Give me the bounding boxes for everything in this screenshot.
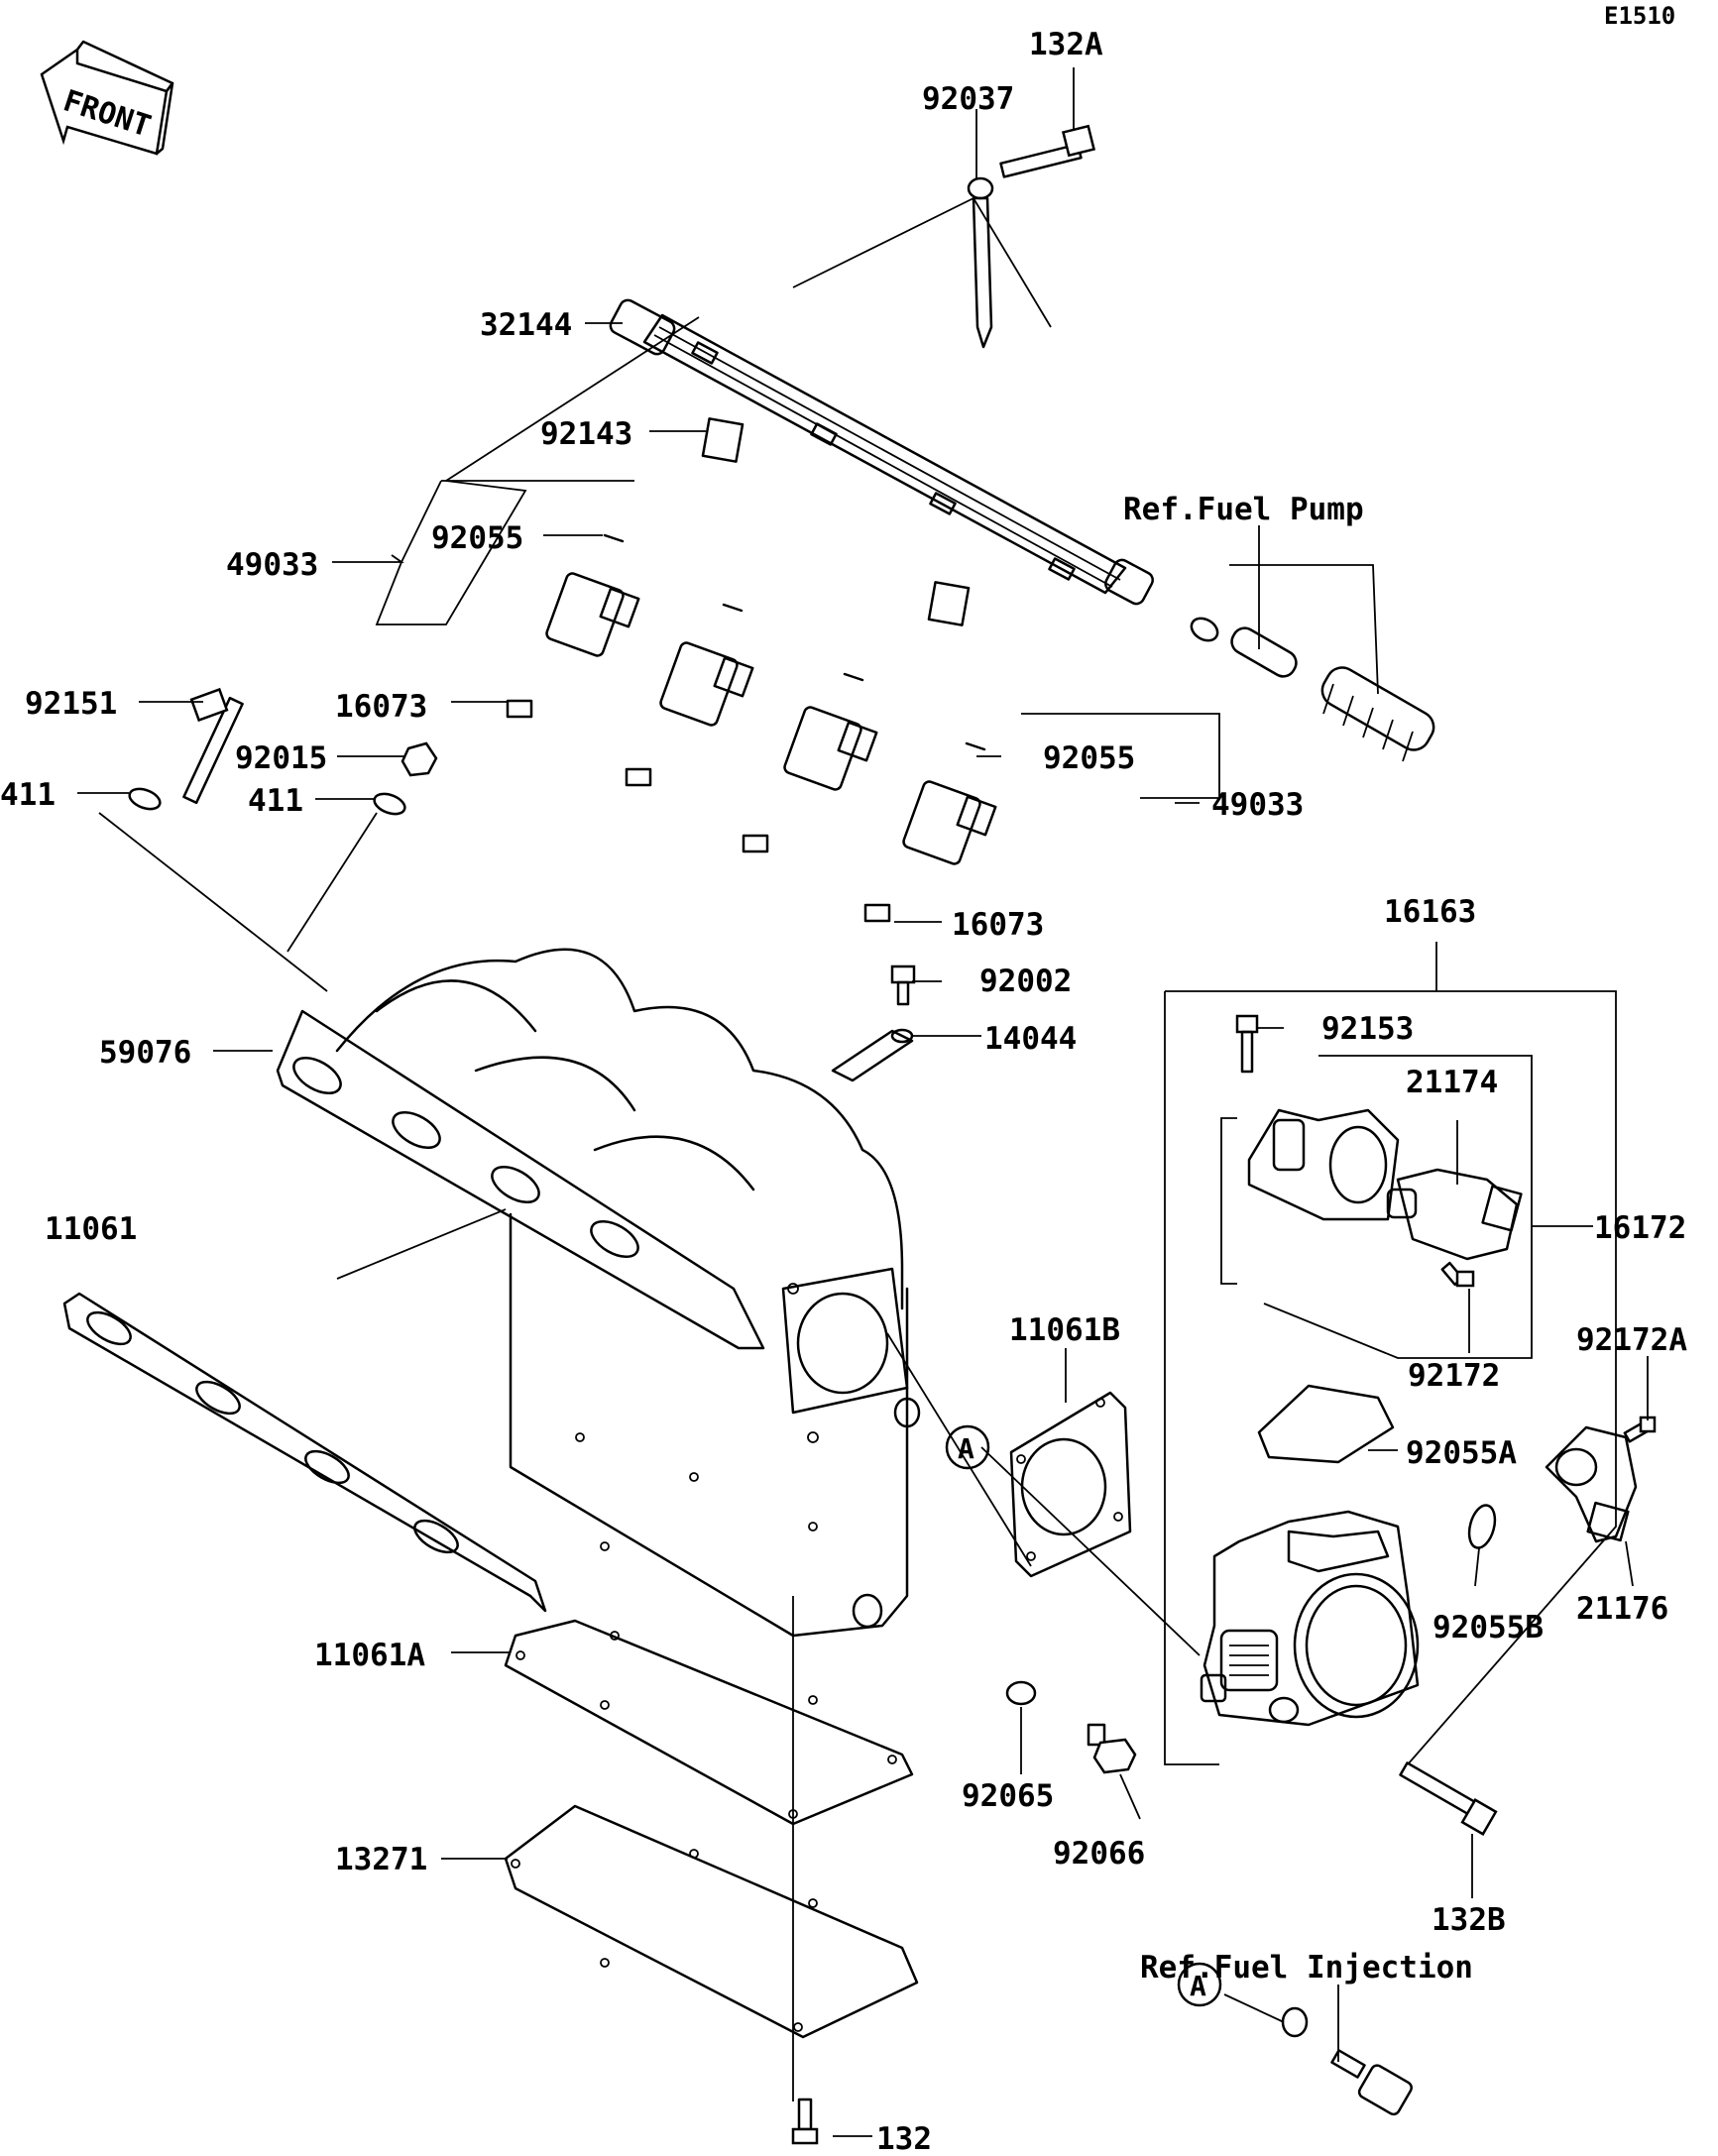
label-92015: 92015 xyxy=(235,740,327,776)
label-11061: 11061 xyxy=(45,1211,137,1247)
label-49033-left: 49033 xyxy=(226,547,318,583)
svg-text:A: A xyxy=(958,1432,974,1465)
bolt-132 xyxy=(791,2098,819,2145)
bracket-14044 xyxy=(831,1028,914,1082)
throttle-position-sensor-21176 xyxy=(1545,1425,1638,1543)
fuel-rail xyxy=(609,298,1154,606)
label-59076: 59076 xyxy=(99,1035,191,1071)
gasket-11061B xyxy=(1009,1391,1132,1578)
label-132B: 132B xyxy=(1432,1902,1506,1938)
label-92151: 92151 xyxy=(25,686,117,722)
spacer-92143 xyxy=(701,417,744,463)
o-ring-92055B xyxy=(1467,1504,1497,1549)
label-21176: 21176 xyxy=(1576,1591,1668,1627)
front-arrow-icon: FRONT xyxy=(40,40,174,156)
spacer-92143-b xyxy=(927,581,971,626)
label-92172A: 92172A xyxy=(1576,1322,1687,1358)
label-92037: 92037 xyxy=(922,81,1014,117)
label-132: 132 xyxy=(876,2121,932,2151)
label-14044: 14044 xyxy=(984,1021,1077,1057)
label-49033-right: 49033 xyxy=(1211,787,1304,823)
label-21174: 21174 xyxy=(1406,1065,1498,1100)
diagram-code: E1510 xyxy=(1604,2,1675,30)
label-ref-fuel-pump: Ref.Fuel Pump xyxy=(1123,492,1364,527)
gasket-11061 xyxy=(62,1292,547,1613)
label-92002: 92002 xyxy=(979,964,1072,999)
svg-text:A: A xyxy=(1190,1970,1206,2002)
group-frame-16163-right xyxy=(1165,990,1617,1765)
label-16172: 16172 xyxy=(1594,1210,1686,1246)
bolt-92151 xyxy=(182,687,244,805)
label-92153: 92153 xyxy=(1321,1011,1414,1047)
label-92066: 92066 xyxy=(1053,1836,1145,1872)
gasket-92055A xyxy=(1257,1384,1395,1464)
injector-1 xyxy=(506,533,640,719)
washer-411-left xyxy=(128,787,162,811)
throttle-body-main xyxy=(1200,1510,1420,1727)
sensor-and-washer xyxy=(1281,2006,1413,2116)
idle-control-valve-21174 xyxy=(1386,1168,1523,1261)
label-92172: 92172 xyxy=(1408,1358,1500,1394)
label-92055B: 92055B xyxy=(1432,1610,1544,1645)
label-92143: 92143 xyxy=(540,416,632,452)
leader-lines xyxy=(77,67,1649,2137)
label-411-right: 411 xyxy=(248,783,303,819)
bolt-132B xyxy=(1399,1761,1498,1836)
label-ref-fuel-injection: Ref.Fuel Injection xyxy=(1140,1950,1473,1986)
screw-92153 xyxy=(1235,1014,1259,1074)
label-92065: 92065 xyxy=(962,1778,1054,1814)
callout-A-upper: A xyxy=(945,1424,990,1470)
group-frame-16163 xyxy=(1164,991,1219,1765)
label-11061B: 11061B xyxy=(1009,1312,1120,1348)
label-16163: 16163 xyxy=(1384,894,1476,930)
nut-92015 xyxy=(401,741,438,777)
screw-92172A xyxy=(1623,1416,1657,1443)
label-92055-top: 92055 xyxy=(431,520,523,556)
label-132A: 132A xyxy=(1029,27,1103,62)
label-16073-bottom: 16073 xyxy=(952,907,1044,943)
cover-13271 xyxy=(504,1804,919,2039)
injector-3 xyxy=(742,672,878,853)
label-16073-top: 16073 xyxy=(335,689,427,725)
fuel-hose-clamp-set xyxy=(1190,617,1435,762)
injector-4 xyxy=(863,741,997,923)
label-32144: 32144 xyxy=(480,307,572,343)
label-11061A: 11061A xyxy=(314,1638,425,1673)
label-92055A: 92055A xyxy=(1406,1435,1517,1471)
clamp-92037 xyxy=(967,176,994,349)
washer-92065 xyxy=(1005,1680,1037,1706)
label-411-left: 411 xyxy=(0,777,56,813)
bolt-132A xyxy=(999,124,1096,178)
callout-A-lower: A xyxy=(1177,1962,1222,2007)
bracket-16172-left xyxy=(1220,1117,1237,1285)
injector-2 xyxy=(625,603,754,787)
label-13271: 13271 xyxy=(335,1842,427,1877)
screw-92172 xyxy=(1440,1261,1475,1288)
plug-92066 xyxy=(1087,1723,1137,1774)
bolt-92002 xyxy=(890,965,916,1006)
intake-manifold xyxy=(276,948,921,1638)
label-92055-mid: 92055 xyxy=(1043,740,1135,776)
gasket-11061A xyxy=(504,1619,914,1826)
bracket-16172-right xyxy=(1263,1055,1533,1359)
throttle-body-upper xyxy=(1247,1108,1400,1221)
